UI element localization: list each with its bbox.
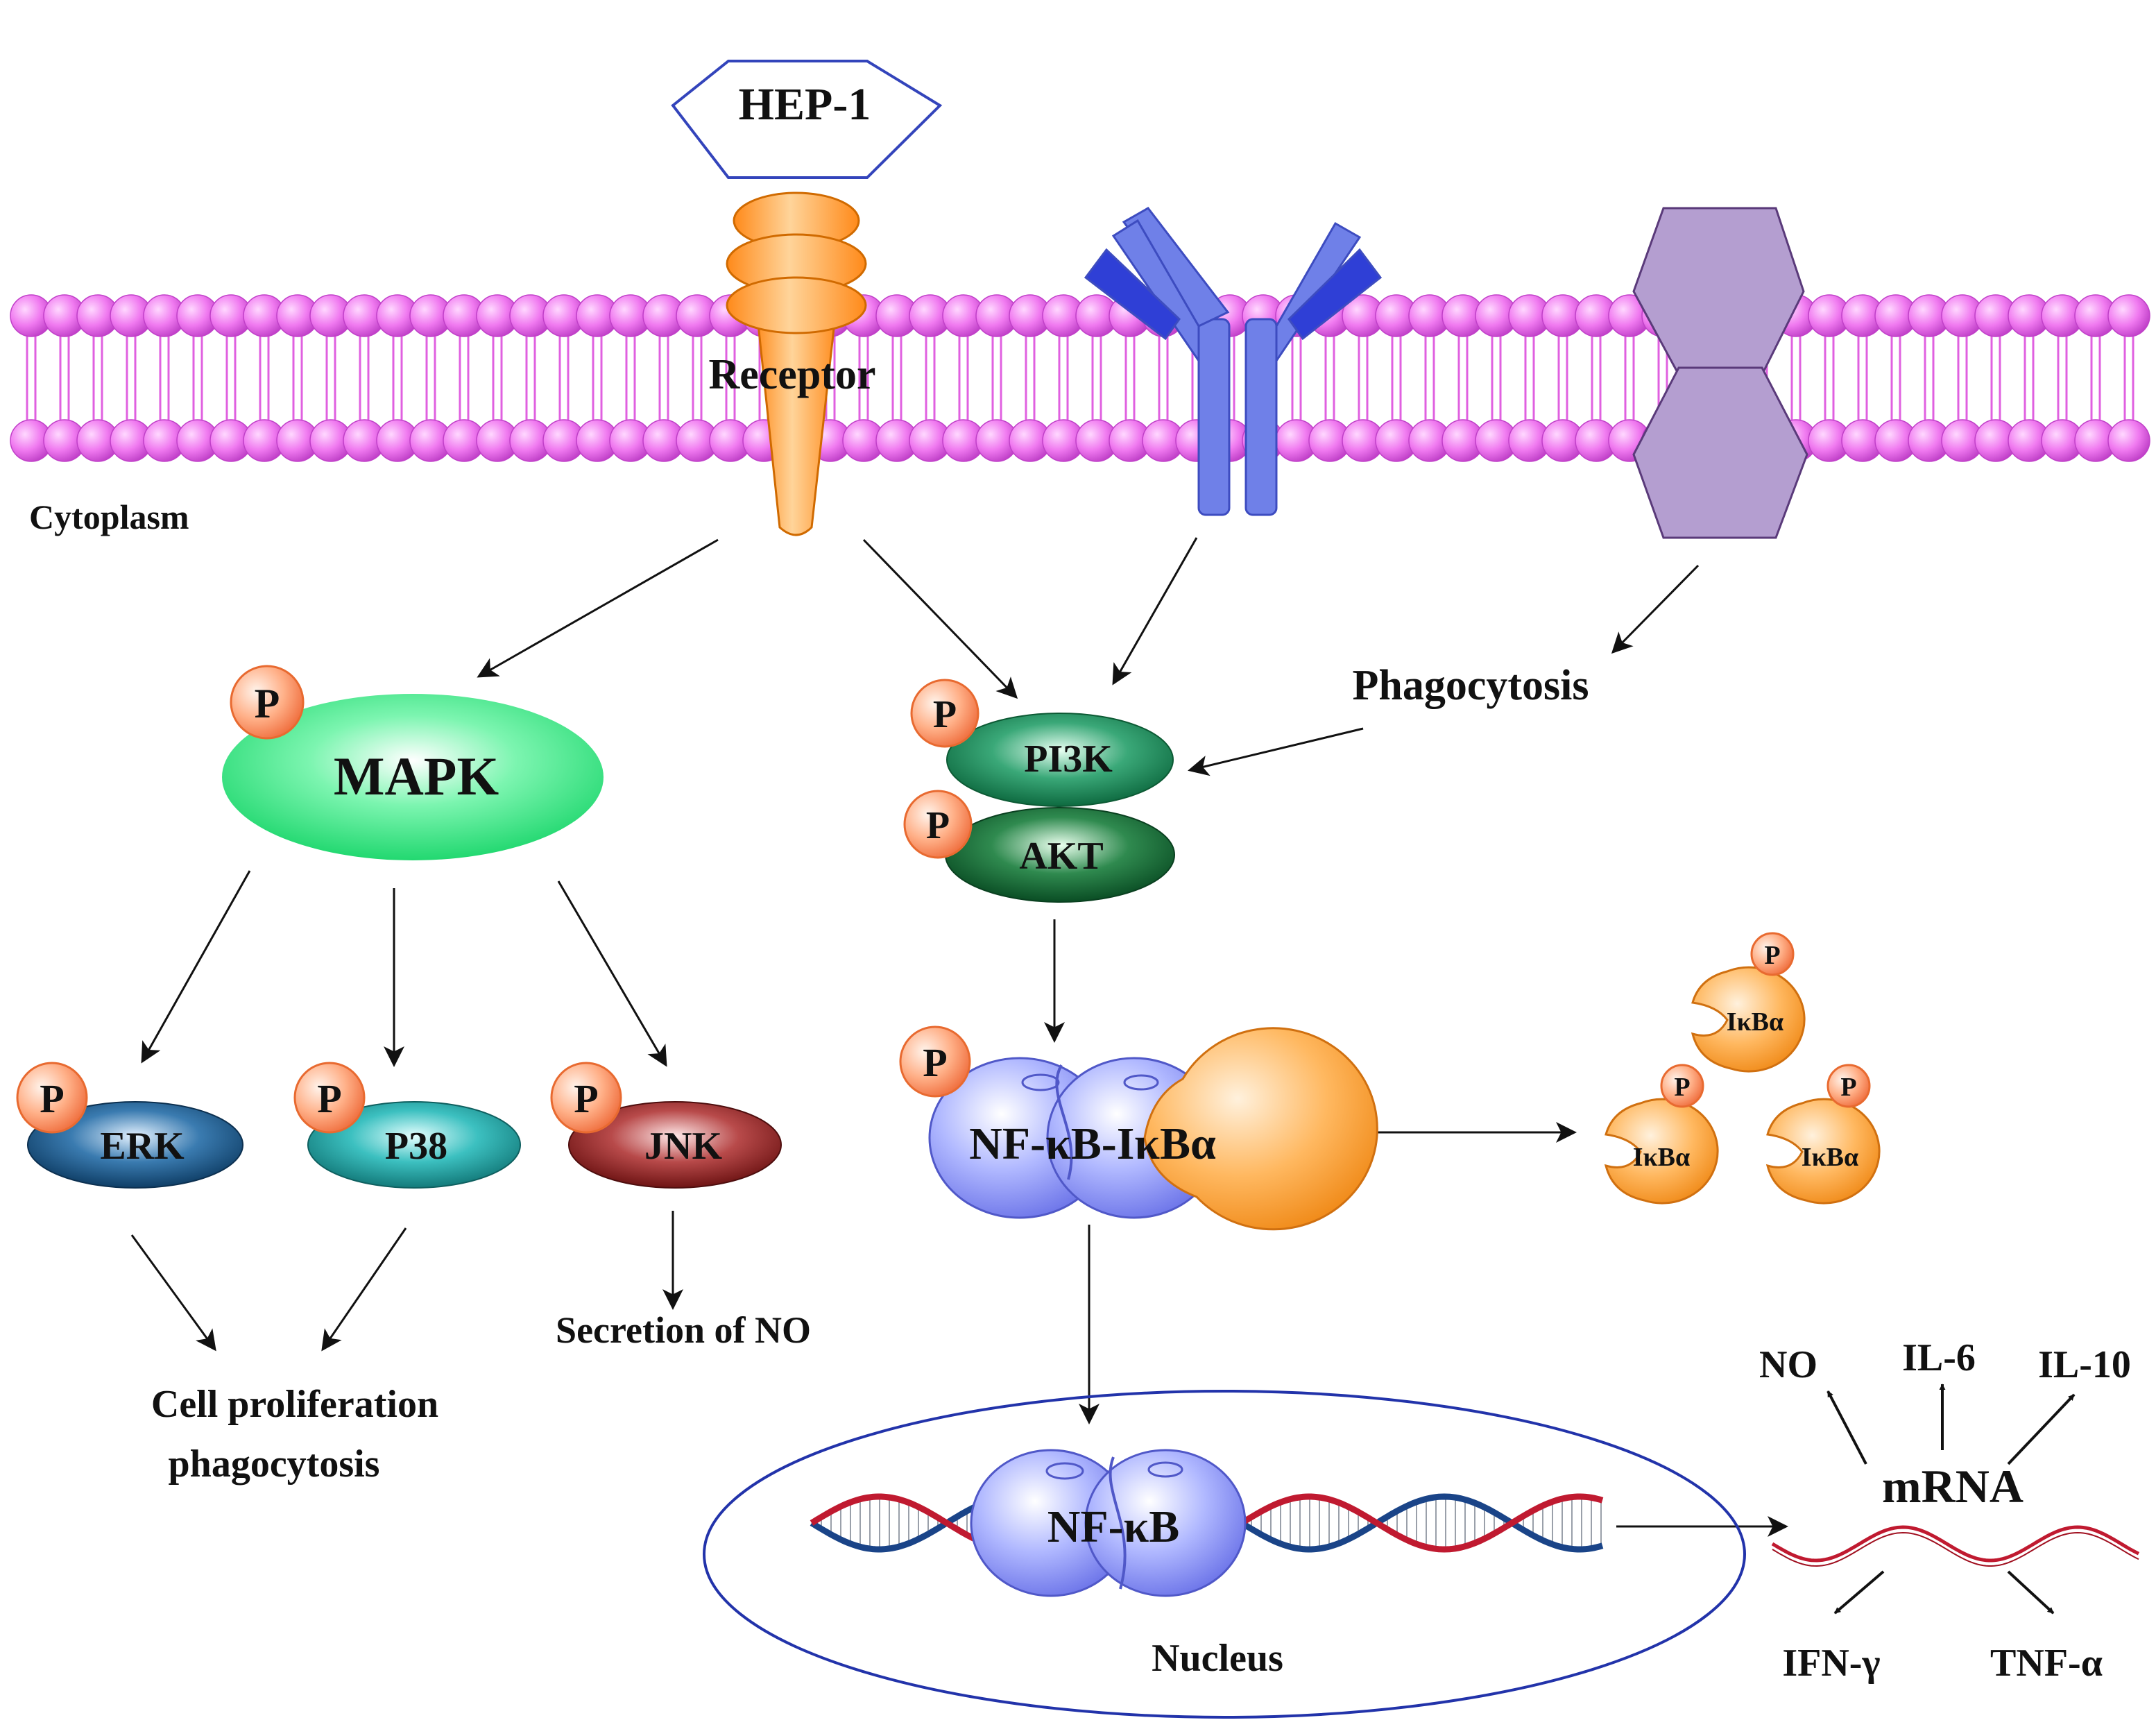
il6-output-label: IL-6 — [1902, 1336, 1976, 1379]
phospho-label: P — [255, 681, 280, 726]
hep1-label: HEP-1 — [739, 79, 871, 130]
phospho-label: P — [933, 693, 957, 736]
lipid-head — [2107, 294, 2150, 337]
dna-strand — [1240, 1493, 1604, 1553]
nfkb-ikba-complex: NF-κB-IκBα — [928, 1027, 1378, 1231]
phospho-badge-p38: P — [293, 1062, 366, 1134]
erk-label: ERK — [100, 1125, 185, 1168]
cell-proliferation-label: Cell proliferation — [151, 1383, 438, 1426]
jnk-kinase: JNK — [568, 1101, 782, 1189]
p38-kinase: P38 — [307, 1101, 521, 1189]
antibody-receptor — [1084, 207, 1383, 516]
arrows — [130, 537, 2076, 1615]
mrna-strand — [1771, 1525, 2140, 1567]
no-output-label: NO — [1759, 1343, 1817, 1386]
hep1-ligand: HEP-1 — [671, 60, 943, 179]
mrna-label: mRNA — [1882, 1460, 2024, 1513]
cytoplasm-label: Cytoplasm — [29, 497, 189, 536]
pi3k-kinase: PI3K — [946, 713, 1174, 807]
lipid-head — [2107, 419, 2150, 462]
nucleus-label: Nucleus — [1152, 1637, 1283, 1680]
free-ikba-left: IκBα — [1604, 1098, 1719, 1205]
phospho-badge-akt: P — [903, 790, 973, 859]
phospho-badge-erk: P — [16, 1062, 88, 1134]
tnfa-output-label: TNF-α — [1990, 1642, 2103, 1685]
p38-label: P38 — [385, 1125, 447, 1168]
phospho-badge-ikba-top: P — [1750, 932, 1795, 976]
phospho-label: P — [574, 1076, 598, 1121]
mapk-label: MAPK — [334, 746, 499, 806]
phospho-label: P — [1840, 1073, 1856, 1102]
phospho-badge-nfkb: P — [899, 1026, 971, 1098]
phospho-label: P — [1674, 1073, 1690, 1102]
phospho-label: P — [40, 1076, 64, 1121]
phospho-badge-jnk: P — [550, 1062, 622, 1134]
phospho-badge-mapk: P — [230, 665, 305, 740]
jnk-label: JNK — [644, 1125, 722, 1168]
ikba-label: IκBα — [1633, 1143, 1690, 1172]
phospho-badge-pi3k: P — [910, 679, 979, 748]
il10-output-label: IL-10 — [2038, 1343, 2131, 1386]
phospho-badge-ikba-right: P — [1826, 1064, 1871, 1108]
phospho-badge-ikba-left: P — [1660, 1064, 1704, 1108]
pi3k-label: PI3K — [1024, 738, 1113, 781]
receptor-label: Receptor — [709, 351, 876, 398]
ifng-output-label: IFN-γ — [1782, 1642, 1880, 1685]
ikba-label: IκBα — [1802, 1143, 1858, 1172]
mrna-line — [1771, 1525, 2140, 1563]
cell-membrane-bilayer — [10, 294, 2150, 462]
phospho-label: P — [923, 1040, 947, 1085]
erk-kinase: ERK — [27, 1101, 243, 1189]
mrna-line — [1772, 1531, 2139, 1567]
ikba-label: IκBα — [1727, 1007, 1783, 1037]
free-ikba-right: IκBα — [1765, 1098, 1881, 1205]
secretion-no-label: Secretion of NO — [556, 1309, 811, 1351]
receptor-protein: Receptor — [709, 192, 876, 536]
nfkb-ikba-label: NF-κB-IκBα — [969, 1118, 1216, 1169]
dna-double-helix — [810, 1493, 1604, 1553]
akt-kinase: AKT — [945, 807, 1175, 903]
mapk-kinase: MAPK — [222, 694, 604, 860]
phagocytosis-outcome-label: phagocytosis — [169, 1443, 380, 1486]
nfkb-dimer: NF-κB — [970, 1449, 1247, 1597]
nucleus-envelope — [703, 1390, 1746, 1719]
free-ikba-top: IκBα — [1691, 966, 1806, 1073]
phospho-label: P — [1764, 941, 1780, 970]
channel-protein — [1632, 207, 1808, 539]
dna-strand — [810, 1493, 979, 1544]
free-ikba-group: IκBα P IκBα P IκBα P — [1604, 932, 1881, 1205]
dna-strand — [1240, 1493, 1604, 1553]
phospho-label: P — [317, 1076, 341, 1121]
akt-label: AKT — [1019, 835, 1103, 878]
phospho-label: P — [926, 804, 950, 847]
nfkb-label: NF-κB — [1047, 1501, 1180, 1552]
phagocytosis-label: Phagocytosis — [1353, 662, 1589, 709]
dna-strand — [810, 1502, 979, 1553]
